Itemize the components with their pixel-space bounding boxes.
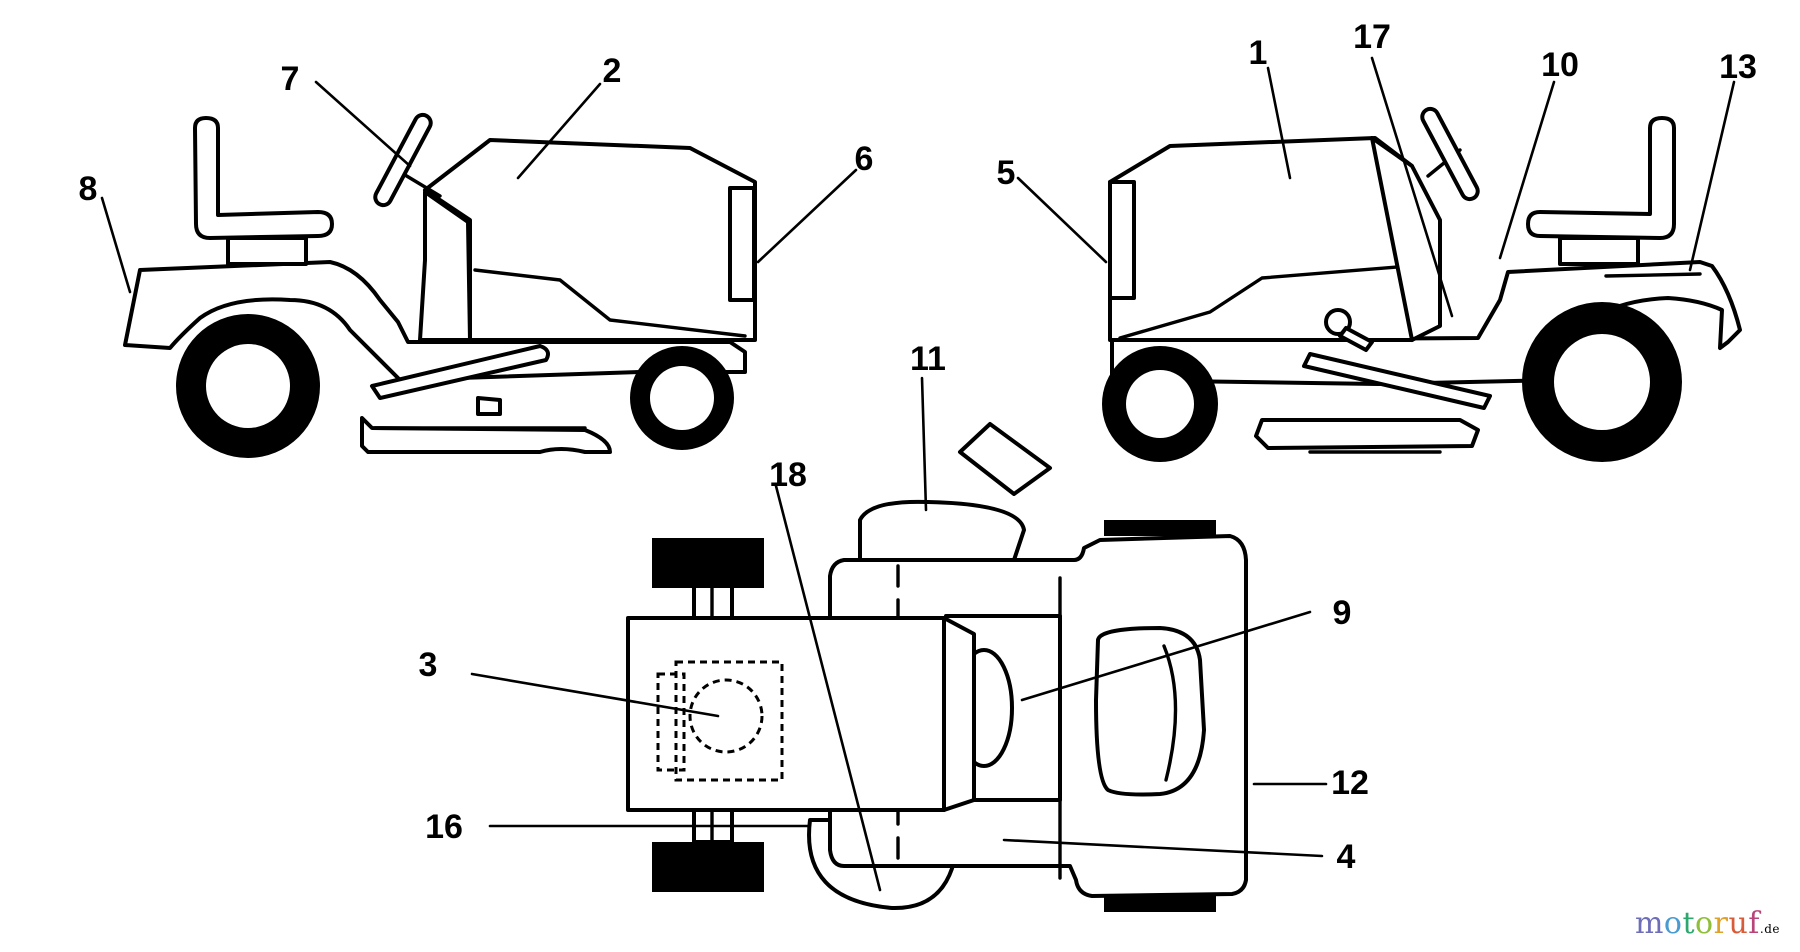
mower-deck-right xyxy=(1254,418,1480,450)
footrest-left xyxy=(370,344,550,400)
callout-numbers: 1 2 3 4 5 6 7 8 9 10 11 12 13 16 17 18 xyxy=(79,18,1757,876)
tractor-side-view-left xyxy=(123,112,757,458)
watermark-letter: m xyxy=(1634,906,1664,941)
watermark-letter: o xyxy=(1695,906,1714,941)
callout-2: 2 xyxy=(603,52,622,90)
seat-left xyxy=(193,116,334,240)
engine-cover-top xyxy=(1094,626,1206,797)
rear-fender-left xyxy=(123,260,747,382)
tractor-top-view xyxy=(626,422,1248,912)
callout-12: 12 xyxy=(1331,764,1369,802)
watermark-suffix: .de xyxy=(1759,922,1780,936)
watermark-letter: t xyxy=(1682,906,1696,941)
watermark-letter: r xyxy=(1713,906,1729,941)
callout-1: 1 xyxy=(1249,34,1268,72)
front-tire-top xyxy=(1104,520,1216,536)
rear-seat-block-top xyxy=(626,616,946,812)
seat-right xyxy=(1526,116,1676,240)
callout-10: 10 xyxy=(1541,46,1579,84)
callout-7: 7 xyxy=(281,60,300,98)
fuel-cap-outline xyxy=(688,678,764,754)
callout-13: 13 xyxy=(1719,48,1757,86)
steering-column-left xyxy=(403,173,442,198)
rear-tire-top xyxy=(652,538,764,588)
callout-3: 3 xyxy=(419,646,438,684)
callout-9: 9 xyxy=(1333,594,1352,632)
callout-16: 16 xyxy=(425,808,463,846)
callout-6: 6 xyxy=(855,140,874,178)
steering-wheel-right xyxy=(1420,106,1480,202)
dash-console-left xyxy=(418,190,472,342)
footrest-right xyxy=(1302,352,1492,410)
watermark-letter: o xyxy=(1663,906,1683,941)
fuel-tank-outline xyxy=(674,660,784,782)
front-grille-right xyxy=(1108,180,1136,300)
watermark-logo: motoruf.de xyxy=(1635,906,1780,941)
front-grille-left xyxy=(728,186,756,302)
watermark-letter: u xyxy=(1728,906,1749,941)
callout-17: 17 xyxy=(1353,18,1391,56)
callout-18: 18 xyxy=(769,456,807,494)
watermark-letter: f xyxy=(1748,906,1760,941)
callout-11: 11 xyxy=(910,340,946,378)
callout-4: 4 xyxy=(1337,838,1356,876)
discharge-chute-top xyxy=(958,422,1052,496)
hood-left xyxy=(423,138,757,342)
tractor-side-view-right xyxy=(1102,106,1742,462)
callout-8: 8 xyxy=(79,170,98,208)
rear-tire-bottom xyxy=(652,842,764,892)
mower-deck-left xyxy=(360,416,612,454)
leader-lines xyxy=(100,56,1736,892)
callout-5: 5 xyxy=(997,154,1016,192)
front-tire-bottom xyxy=(1104,896,1216,912)
hood-right xyxy=(1108,136,1414,342)
